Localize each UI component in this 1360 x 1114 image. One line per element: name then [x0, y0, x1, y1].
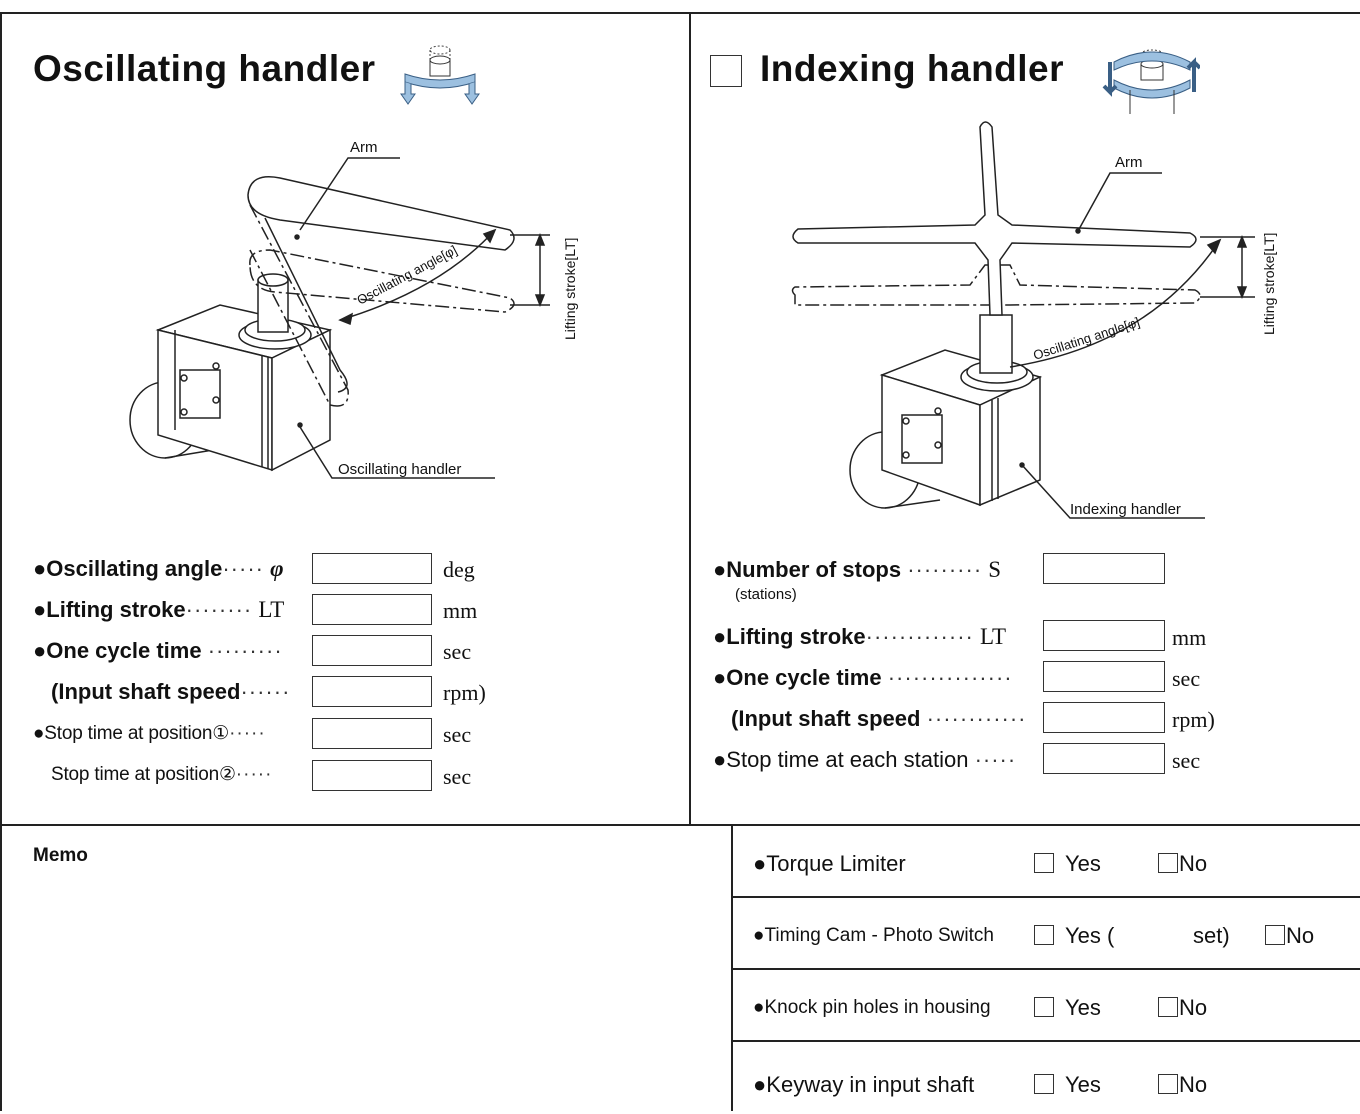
stop-time-position-1-field[interactable] [312, 718, 432, 749]
stop-time-each-station-field[interactable] [1043, 743, 1165, 774]
option-label: ●Torque Limiter [753, 851, 906, 876]
input-shaft-speed-field[interactable] [1043, 702, 1165, 733]
arm-callout: Arm [350, 139, 378, 156]
field-label: ●Stop time at position① [33, 723, 230, 744]
memo-area[interactable] [2, 875, 731, 1111]
unit-rpm: rpm) [443, 680, 486, 705]
oscillating-angle-field[interactable] [312, 553, 432, 584]
leader-dots: ············· [865, 624, 974, 649]
timing-cam-row: ●Timing Cam - Photo Switch Yes ( set) No [733, 898, 1360, 970]
yes-label: Yes [1065, 851, 1101, 876]
keyway-no-checkbox[interactable] [1158, 1074, 1178, 1094]
oscillating-angle-callout: Oscillating angle[φ] [354, 242, 459, 307]
field-label: ●One cycle time [33, 638, 202, 663]
leader-dots: ··············· [887, 665, 1013, 690]
torque-limiter-no-checkbox[interactable] [1158, 853, 1178, 873]
leader-dots: ········· [907, 557, 983, 582]
yes-label: Yes [1065, 995, 1101, 1020]
phi-symbol: φ [270, 556, 284, 581]
lifting-stroke-callout: Lifting stroke[LT] [1261, 233, 1277, 335]
field-label: Stop time at position② [51, 764, 236, 785]
options-divider [731, 824, 733, 1111]
timing-cam-yes-checkbox[interactable] [1034, 925, 1054, 945]
timing-cam-no-checkbox[interactable] [1265, 925, 1285, 945]
leader-dots: ····· [235, 764, 273, 785]
yes-label: Yes ( [1065, 923, 1115, 948]
no-label: No [1179, 851, 1208, 876]
stop-time-position-2-field[interactable] [312, 760, 432, 791]
lt-symbol: LT [258, 597, 285, 622]
leader-dots: ········· [207, 638, 283, 663]
unit-mm: mm [1172, 625, 1207, 650]
one-cycle-time-field[interactable] [1043, 661, 1165, 692]
yes-label: Yes [1065, 1072, 1101, 1097]
lifting-stroke-callout: Lifting stroke[LT] [562, 238, 578, 340]
section-divider [0, 824, 1360, 826]
lifting-stroke-field[interactable] [1043, 620, 1165, 651]
option-label: ●Timing Cam - Photo Switch [753, 925, 994, 946]
torque-limiter-row: ●Torque Limiter Yes No [733, 826, 1360, 898]
oscillating-angle-callout: Oscillating angle[φ] [1031, 314, 1141, 363]
leader-dots: ····· [222, 556, 264, 581]
set-label: set) [1193, 923, 1230, 948]
no-label: No [1179, 995, 1208, 1020]
no-label: No [1286, 923, 1315, 948]
oscillating-handler-title: Oscillating handler [33, 48, 376, 89]
keyway-row: ●Keyway in input shaft Yes No [733, 1042, 1360, 1114]
field-label: ●Stop time at each station [713, 747, 969, 772]
keyway-yes-checkbox[interactable] [1034, 1074, 1054, 1094]
unit-sec: sec [443, 722, 472, 747]
input-shaft-speed-field[interactable] [312, 676, 432, 707]
option-label: ●Keyway in input shaft [753, 1072, 975, 1097]
frame-top [0, 12, 1360, 14]
indexing-handler-checkbox[interactable] [710, 55, 742, 87]
handler-callout: Oscillating handler [338, 461, 461, 478]
leader-dots: ····· [974, 747, 1017, 772]
field-label: (Input shaft speed [51, 679, 241, 704]
torque-limiter-yes-checkbox[interactable] [1034, 853, 1054, 873]
oscillating-handler-drawing: Arm Oscillating handler Oscillating angl… [129, 139, 578, 479]
indexing-handler-drawing: Arm Indexing handler Oscillating angle[φ… [791, 121, 1277, 519]
oscillating-motion-icon [400, 45, 480, 105]
frame-left [0, 12, 2, 1111]
field-label: ●Lifting stroke [713, 624, 866, 649]
unit-rpm: rpm) [1172, 707, 1215, 732]
field-label: ●Oscillating angle [33, 556, 223, 581]
indexing-handler-title: Indexing handler [760, 48, 1065, 89]
field-label: ●One cycle time [713, 665, 882, 690]
one-cycle-time-field[interactable] [312, 635, 432, 666]
leader-dots: ······ [240, 679, 291, 704]
unit-sec: sec [1172, 666, 1201, 691]
field-label: ●Lifting stroke [33, 597, 186, 622]
knock-pin-no-checkbox[interactable] [1158, 997, 1178, 1017]
unit-mm: mm [443, 598, 478, 623]
unit-sec: sec [443, 764, 472, 789]
unit-sec: sec [1172, 748, 1201, 773]
knock-pin-row: ●Knock pin holes in housing Yes No [733, 970, 1360, 1042]
stations-note: (stations) [735, 586, 797, 603]
option-label: ●Knock pin holes in housing [753, 997, 991, 1018]
field-label: (Input shaft speed [731, 706, 921, 731]
indexing-motion-icon [1102, 49, 1200, 114]
memo-label: Memo [33, 845, 88, 866]
panel-divider [689, 12, 691, 824]
s-symbol: S [988, 557, 1002, 582]
unit-sec: sec [443, 639, 472, 664]
lifting-stroke-field[interactable] [312, 594, 432, 625]
no-label: No [1179, 1072, 1208, 1097]
field-label: ●Number of stops [713, 557, 902, 582]
unit-deg: deg [443, 557, 475, 582]
number-of-stops-field[interactable] [1043, 553, 1165, 584]
handler-callout: Indexing handler [1070, 501, 1181, 518]
arm-callout: Arm [1115, 154, 1143, 171]
knock-pin-yes-checkbox[interactable] [1034, 997, 1054, 1017]
leader-dots: ············ [926, 706, 1027, 731]
lt-symbol: LT [980, 624, 1006, 649]
leader-dots: ····· [229, 723, 266, 744]
leader-dots: ········ [185, 597, 253, 622]
